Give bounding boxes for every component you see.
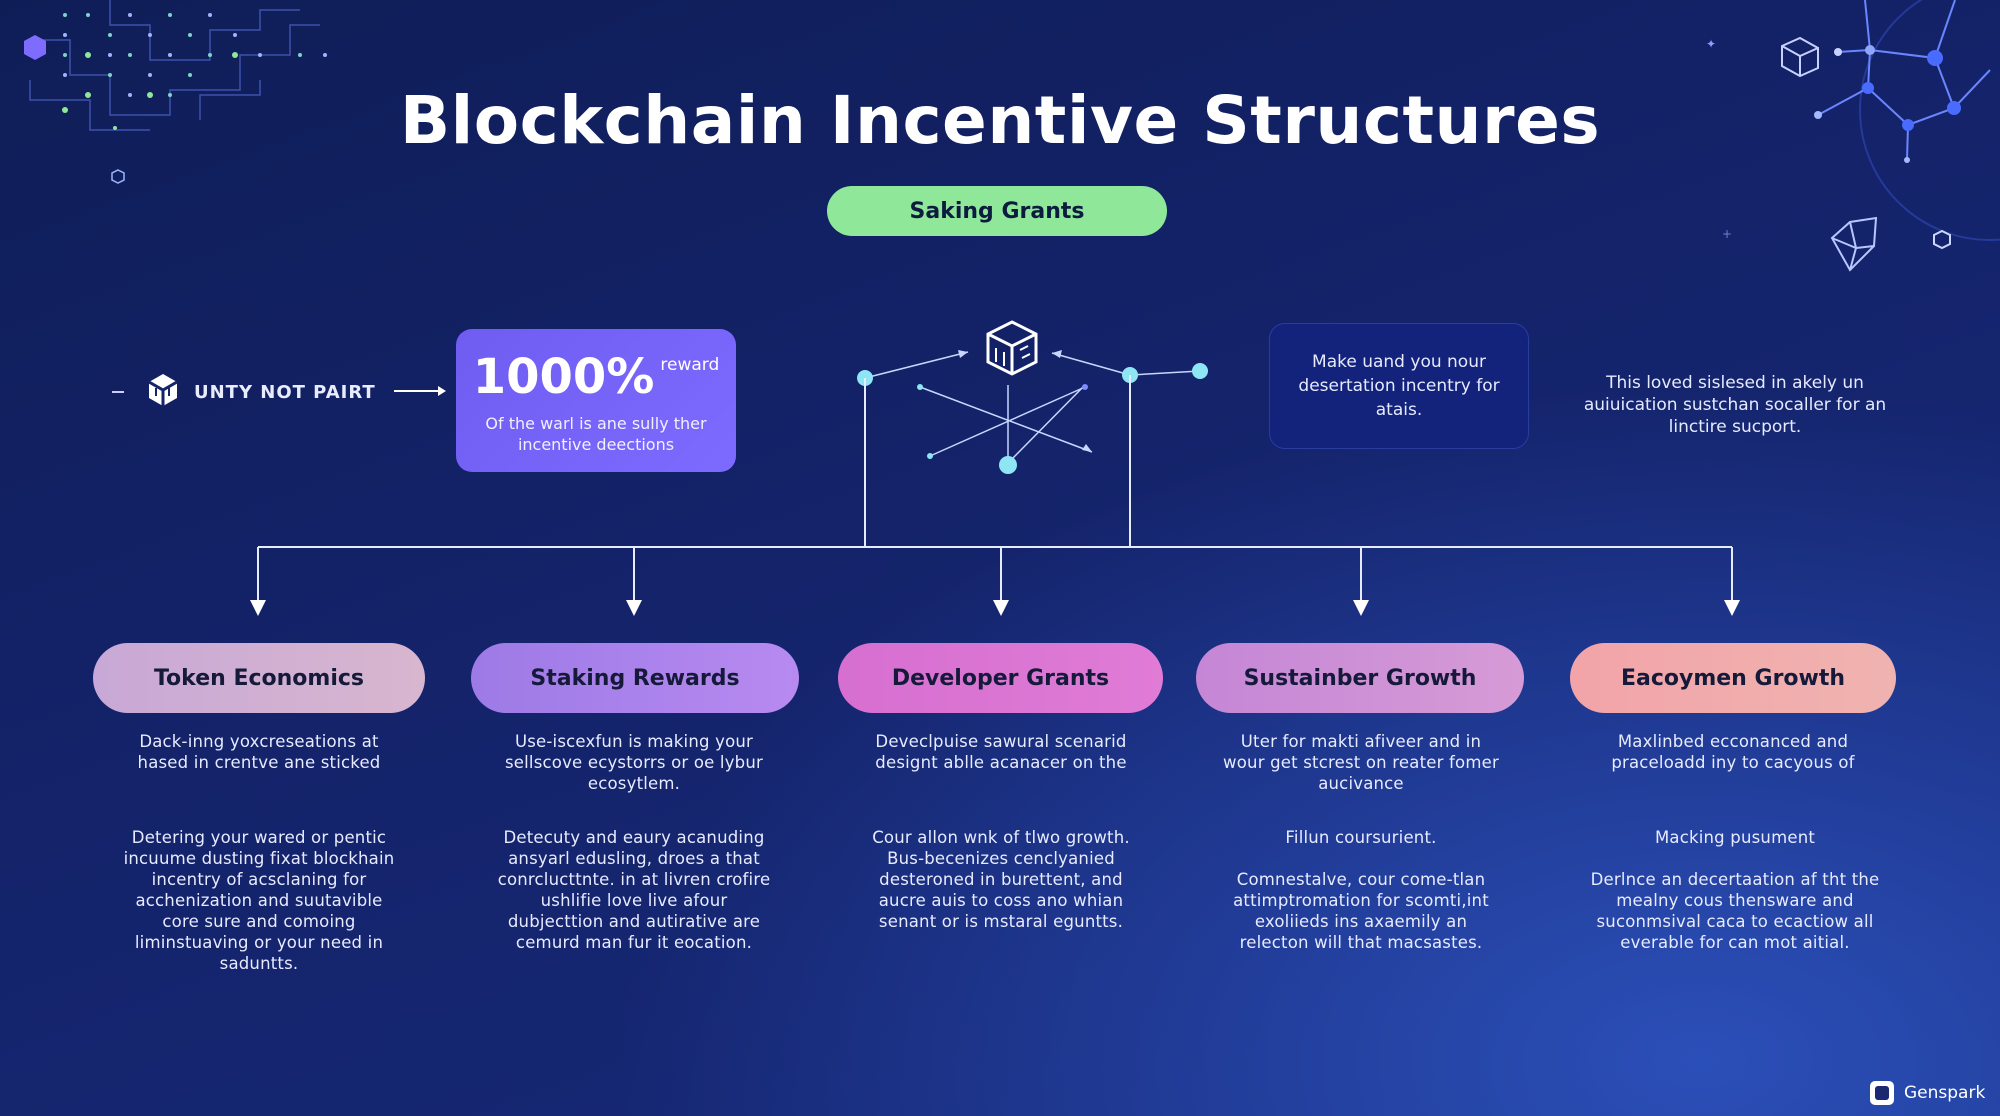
column-text-primary: Maxlinbed ecconanced and praceloadd iny … xyxy=(1611,732,1855,772)
cube-icon xyxy=(146,372,180,413)
small-hexagon-icon xyxy=(111,169,125,184)
circuit-decoration xyxy=(29,0,320,131)
left-tag-label: UNTY NOT PAIRT xyxy=(194,381,376,403)
sparkle-small-icon: + xyxy=(1722,227,1732,241)
cube-outline-icon xyxy=(1781,36,1819,78)
pill-sustainber-growth: Sustainber Growth xyxy=(1196,643,1524,713)
reward-value: 1000% xyxy=(472,349,655,405)
pill-label: Developer Grants xyxy=(891,665,1110,691)
brand-badge[interactable]: Genspark xyxy=(1870,1078,1985,1108)
column-text-primary: Dack-inng yoxcreseations at hased in cre… xyxy=(137,732,381,772)
pill-label: Staking Rewards xyxy=(530,665,740,691)
dot-grid-decoration xyxy=(62,13,327,130)
reward-description: Of the warl is ane sully ther incentive … xyxy=(485,414,707,454)
hexagon-icon xyxy=(24,35,46,60)
column-text-secondary: Fillun coursurient. Comnestalve, cour co… xyxy=(1233,828,1489,952)
column-text-primary: Uter for makti afiveer and in wour get s… xyxy=(1223,732,1499,793)
right-info-text: Make uand you nour desertation incentry … xyxy=(1298,352,1500,420)
reward-superscript: reward xyxy=(660,355,720,375)
pill-staking-rewards: Staking Rewards xyxy=(471,643,799,713)
reward-card: 1000%reward Of the warl is ane sully the… xyxy=(456,329,736,472)
right-description: This loved sislesed in akely un auiuicat… xyxy=(1583,373,1887,437)
pill-label: Sustainber Growth xyxy=(1243,665,1477,691)
connector-tree xyxy=(257,375,1733,604)
network-decoration xyxy=(1814,0,2000,241)
center-network-graphic xyxy=(857,350,1208,474)
small-hexagon-right-icon xyxy=(1933,229,1951,250)
column-text-secondary: Detering your wared or pentic incuume du… xyxy=(123,828,395,973)
pill-eacoymen-growth: Eacoymen Growth xyxy=(1570,643,1896,713)
genspark-logo-icon xyxy=(1870,1081,1894,1105)
column-text-secondary: Macking pusument Derlnce an decertaation… xyxy=(1590,828,1880,952)
pill-label: Token Economics xyxy=(153,665,365,691)
pill-label: Eacoymen Growth xyxy=(1620,665,1846,691)
reward-headline: 1000%reward xyxy=(456,349,736,405)
pill-token-economics: Token Economics xyxy=(93,643,425,713)
column-text-primary: Use-iscexfun is making your sellscove ec… xyxy=(505,732,763,793)
brand-name: Genspark xyxy=(1904,1083,1986,1103)
arrow-right-icon xyxy=(393,382,446,403)
right-info-box: Make uand you nour desertation incentry … xyxy=(1269,323,1529,449)
pill-developer-grants: Developer Grants xyxy=(838,643,1163,713)
crystal-icon xyxy=(1830,216,1878,272)
subtitle-pill: Saking Grants xyxy=(827,186,1167,236)
connector-arrowheads xyxy=(250,600,1740,616)
sparkle-icon: ✦ xyxy=(1706,37,1716,51)
cube-network-icon xyxy=(986,320,1038,376)
page-title: Blockchain Incentive Structures xyxy=(399,82,1601,159)
left-tag: UNTY NOT PAIRT xyxy=(112,370,446,414)
column-text-primary: Deveclpuise sawural scenarid designt abl… xyxy=(875,732,1127,772)
dash-icon xyxy=(112,391,124,393)
column-text-secondary: Detecuty and eaury acanuding ansyarl edu… xyxy=(497,828,771,952)
column-text-secondary: Cour allon wnk of tlwo growth. Bus-becen… xyxy=(872,828,1130,931)
